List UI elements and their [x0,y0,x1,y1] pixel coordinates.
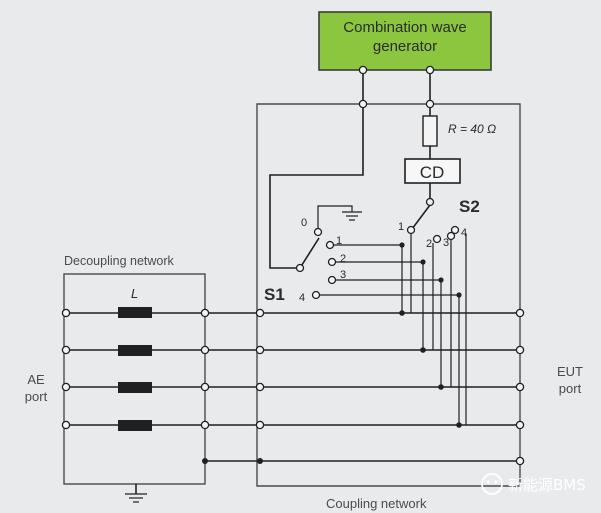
s2-pos4-terminal [450,225,460,235]
s2-common-terminal [425,197,435,207]
watermark-logo-dot [486,480,490,484]
resistor-label: R = 40 Ω [448,122,496,136]
decoupling-network-outline [63,273,206,485]
s1-pos1-label: 1 [336,235,342,247]
terminal [358,65,368,75]
eut-terminal [515,308,525,318]
s2-pos2-label: 2 [426,238,432,250]
junction-dot [456,422,462,428]
generator-label-line2: generator [373,38,437,55]
cn-terminal [255,345,265,355]
eut-terminal [515,456,525,466]
inductor-3 [118,382,152,393]
junction-dot [420,259,426,265]
inductor-label: L [131,286,138,301]
dn-terminal [200,345,210,355]
s1-pos2-wire [335,261,424,350]
eut-terminal [515,382,525,392]
cn-terminal [255,382,265,392]
watermark: 新能源BMS [481,473,586,495]
watermark-logo-icon [481,473,503,495]
s1-pos1-terminal [325,240,335,250]
inductor-4 [118,420,152,431]
cd-box [404,158,461,184]
junction-dot [438,384,444,390]
s1-pos4-label: 4 [299,292,305,304]
terminal [358,99,368,109]
s1-pos0-label: 0 [301,217,307,229]
resistor [422,115,438,147]
ae-terminal [61,382,71,392]
cd-label: CD [420,163,445,182]
s2-pos2-terminal [432,234,442,244]
junction-dot [202,458,208,464]
s1-pos4-wire [319,294,460,425]
junction-dot [420,347,426,353]
watermark-logo-dot [494,480,498,484]
dn-terminal [200,308,210,318]
decoupling-network-label: Decoupling network [64,254,175,268]
inductor-1 [118,307,152,318]
terminal [425,65,435,75]
s2-pos3-terminal [446,231,456,241]
s2-label: S2 [459,197,480,216]
s1-pos3-label: 3 [340,269,346,281]
dn-terminal [200,382,210,392]
ae-port-label-line1: AE [27,372,45,387]
s1-pos2-label: 2 [340,253,346,265]
s2-pos3-label: 3 [443,237,449,249]
junction-dot [257,458,263,464]
watermark-text: 新能源BMS [508,476,586,494]
eut-port-label-line2: port [559,381,582,396]
s1-pos4-terminal [311,290,321,300]
terminal [425,99,435,109]
ae-terminal [61,345,71,355]
junction-dot [438,277,444,283]
junction-dot [456,292,462,298]
ae-port-label-line2: port [25,389,48,404]
dn-terminal [200,420,210,430]
s2-pos1-terminal [406,225,416,235]
s1-switch-arm [299,237,320,269]
junction-dot [399,310,405,316]
coupling-network-label: Coupling network [326,496,427,511]
generator-label-line1: Combination wave [343,19,466,36]
s2-pos4-label: 4 [461,227,467,239]
junction-dot [399,242,405,248]
s1-pos3-terminal [327,275,337,285]
eut-port-label-line1: EUT [557,364,583,379]
s1-common-wire [269,104,364,269]
s1-common-terminal [295,263,305,273]
eut-terminal [515,345,525,355]
s1-ground-wire [317,205,353,228]
cn-terminal [255,308,265,318]
s2-switch-arm [411,204,431,230]
s1-pos2-terminal [327,257,337,267]
s2-pos1-label: 1 [398,221,404,233]
inductor-2 [118,345,152,356]
s1-pos3-wire [335,279,442,387]
eut-terminal [515,420,525,430]
ae-terminal [61,420,71,430]
generator-box [318,11,492,71]
cn-terminal [255,420,265,430]
s1-pos0-terminal [313,227,323,237]
s1-label: S1 [264,285,285,304]
ae-terminal [61,308,71,318]
